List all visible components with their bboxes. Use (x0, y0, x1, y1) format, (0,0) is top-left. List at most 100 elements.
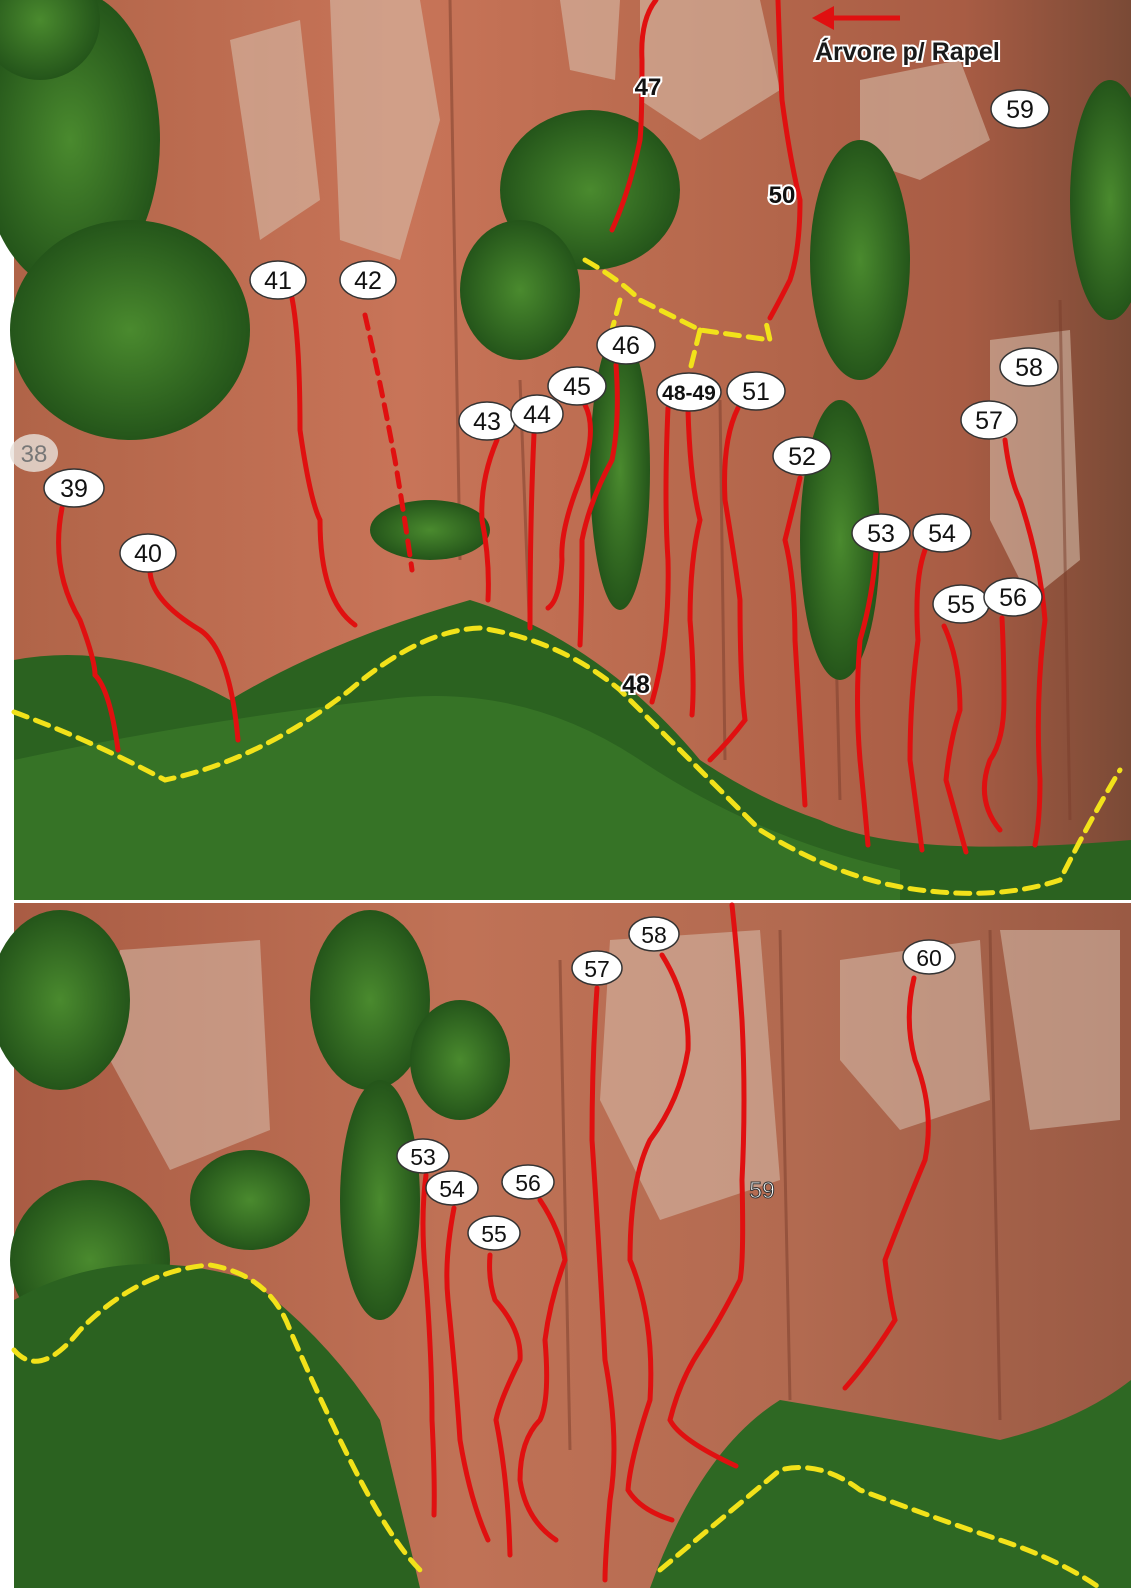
route-label-46: 46 (596, 325, 656, 365)
route-label-44: 44 (510, 394, 564, 434)
route-number: 47 (635, 74, 662, 101)
route-label-56: 56 (983, 577, 1043, 617)
rock-streaks-bottom (558, 929, 1002, 1451)
route-label-53: 53 (851, 513, 911, 553)
route-58-b (625, 952, 691, 1523)
route-39 (56, 505, 121, 753)
route-41 (289, 295, 358, 628)
route-label-54-bottom: 54 (425, 1170, 479, 1206)
route-label-60-bottom: 60 (902, 939, 956, 975)
panel-divider (14, 900, 1131, 903)
route-label-54: 54 (912, 513, 972, 553)
route-46 (577, 362, 620, 648)
route-56-b (517, 1197, 568, 1543)
route-55-b (487, 1252, 523, 1558)
route-label-48: 48 (620, 669, 652, 701)
route-40 (147, 567, 241, 743)
route-number: 46 (612, 332, 640, 360)
route-number: 41 (264, 267, 292, 295)
route-label-59-bottom: 59 (749, 1177, 776, 1204)
route-45 (545, 402, 593, 611)
route-52 (782, 475, 808, 808)
route-number: 58 (641, 922, 667, 948)
route-label-57: 57 (960, 400, 1018, 440)
route-number: 38 (21, 441, 48, 468)
route-label-48-49: 48-49 (656, 372, 722, 412)
route-57-b (589, 985, 617, 1583)
route-label-55-bottom: 55 (467, 1215, 521, 1251)
route-59-b (667, 902, 747, 1469)
route-number: 58 (1015, 354, 1043, 382)
rock-highlights (230, 0, 1080, 600)
route-number: 56 (999, 584, 1027, 612)
route-number: 48-49 (662, 382, 716, 405)
arrow-head-icon (812, 6, 834, 30)
route-56 (981, 615, 1007, 833)
route-label-52: 52 (772, 436, 832, 476)
route-labels: 38 39 40 41 42 43 44 45 (10, 72, 1059, 1251)
route-label-55: 55 (932, 584, 990, 624)
route-label-45: 45 (547, 366, 607, 406)
route-number: 44 (523, 401, 551, 429)
rappel-tree-label: Árvore p/ Rapel (815, 37, 1000, 66)
route-50 (767, 0, 803, 321)
route-number: 55 (947, 591, 975, 619)
route-48 (649, 405, 671, 705)
route-number: 59 (749, 1177, 775, 1203)
route-label-51: 51 (726, 371, 786, 411)
bottom-panel (0, 903, 1131, 1588)
route-label-38: 38 (10, 434, 58, 472)
approach-path-lines (11, 257, 1123, 1588)
route-number: 43 (473, 408, 501, 436)
route-number: 54 (928, 520, 956, 548)
rock-highlights-bottom (110, 930, 1120, 1220)
route-54 (907, 547, 928, 853)
route-47 (609, 0, 659, 233)
route-number: 59 (1006, 96, 1034, 124)
route-number: 39 (60, 475, 88, 503)
route-label-58: 58 (999, 347, 1059, 387)
route-number: 57 (975, 407, 1003, 435)
route-number: 45 (563, 373, 591, 401)
route-label-53-bottom: 53 (396, 1138, 450, 1174)
route-number: 52 (788, 443, 816, 471)
route-51 (707, 405, 748, 763)
route-number: 48 (622, 671, 650, 699)
route-label-41: 41 (249, 260, 307, 300)
ground-vegetation-bottom (14, 1264, 420, 1588)
rappel-annotation: Árvore p/ Rapel (812, 6, 1002, 68)
route-lines (56, 0, 1048, 1583)
route-label-50: 50 (767, 180, 798, 211)
route-label-59: 59 (990, 89, 1050, 129)
route-number: 42 (354, 267, 382, 295)
route-label-39: 39 (43, 468, 105, 508)
route-number: 56 (515, 1170, 541, 1196)
route-57 (1002, 437, 1048, 848)
route-42 (362, 312, 415, 573)
route-53 (855, 549, 879, 848)
route-label-57-bottom: 57 (571, 950, 623, 986)
route-number: 53 (867, 520, 895, 548)
route-number: 50 (769, 182, 796, 209)
route-label-47: 47 (633, 72, 664, 103)
route-label-58-bottom: 58 (628, 916, 680, 952)
route-number: 40 (134, 540, 162, 568)
route-number: 51 (742, 378, 770, 406)
route-number: 55 (481, 1221, 507, 1247)
route-label-40: 40 (119, 533, 177, 573)
route-48-49 (685, 407, 703, 718)
route-label-43: 43 (458, 401, 516, 441)
top-panel (0, 0, 1131, 900)
route-54-b (444, 1205, 491, 1543)
route-label-56-bottom: 56 (501, 1164, 555, 1200)
route-number: 60 (916, 945, 942, 971)
route-number: 53 (410, 1144, 436, 1170)
vegetation-top (0, 0, 1131, 680)
route-label-42: 42 (339, 260, 397, 300)
route-43 (479, 437, 500, 603)
route-number: 54 (439, 1176, 465, 1202)
route-53-b (420, 1172, 437, 1518)
route-number: 57 (584, 956, 610, 982)
route-60-b (842, 975, 931, 1391)
